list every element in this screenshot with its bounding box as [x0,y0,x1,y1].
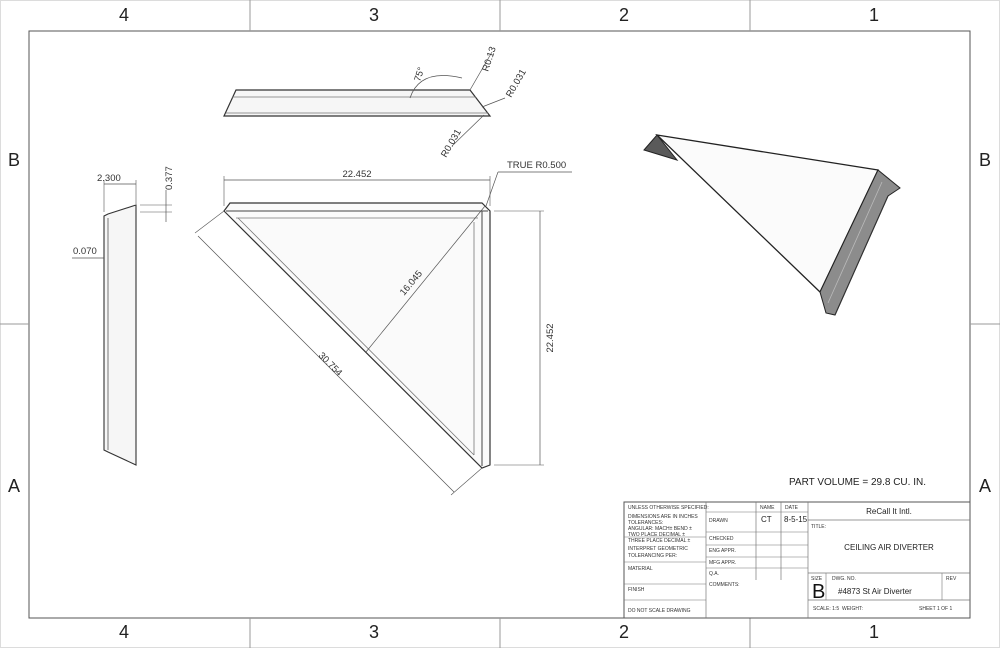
tb-note-0: UNLESS OTHERWISE SPECIFIED: [628,505,709,511]
tb-note-3: ANGULAR: MACH± BEND ± [628,526,692,532]
dim-angle: 75° [412,66,427,83]
dim-width-top: 22.452 [342,169,371,180]
dim-radius-inner-b: R0.031 [439,127,464,159]
tb-name-header: NAME [760,505,775,511]
tb-drawn-name: CT [761,515,772,524]
zone-row-left-b: B [8,150,20,170]
tb-role-mfg: MFG APPR. [709,560,736,566]
tb-company: ReCall It Intl. [866,507,912,516]
zone-row-right-b: B [979,150,991,170]
tb-sheet: SHEET 1 OF 1 [919,606,952,612]
tb-date-header: DATE [785,505,799,511]
dim-true-radius: TRUE R0.500 [507,160,566,171]
zone-col-bottom-1: 1 [869,622,879,642]
tb-size-label: SIZE [811,576,823,582]
tb-role-qa: Q.A. [709,571,719,577]
tb-role-checked: CHECKED [709,536,734,542]
top-edge-view [223,51,506,147]
tb-dwg-label: DWG. NO. [832,576,856,582]
tb-size: B [812,581,825,603]
zone-col-bottom-4: 4 [119,622,129,642]
zone-col-bottom-2: 2 [619,622,629,642]
tb-note-7: TOLERANCING PER: [628,553,677,559]
tb-role-drawn: DRAWN [709,518,728,524]
dim-radius-inner-a: R0.031 [504,67,529,99]
dim-radius-outer: R0.13 [480,45,498,73]
isometric-view [643,134,901,316]
tb-note-6: INTERPRET GEOMETRIC [628,546,688,552]
tb-dwg-no: #4873 St Air Diverter [838,587,912,596]
tb-note-9: FINISH [628,587,645,593]
dim-side-lip: 0.377 [164,166,175,190]
tb-role-comments: COMMENTS: [709,582,740,588]
tb-note-8: MATERIAL [628,566,653,572]
title-block [623,501,971,619]
tb-role-eng: ENG APPR. [709,548,736,554]
tb-title: CEILING AIR DIVERTER [844,543,934,552]
zone-col-top-4: 4 [119,5,129,25]
dim-height-right: 22.452 [545,323,556,352]
tb-rev-label: REV [946,576,957,582]
tb-weight: WEIGHT: [842,606,863,612]
dim-side-width: 2.300 [97,173,121,184]
part-volume-note: PART VOLUME = 29.8 CU. IN. [789,477,926,488]
tb-title-label: TITLE: [811,524,826,530]
tb-note-10: DO NOT SCALE DRAWING [628,608,691,614]
tb-note-2: TOLERANCES: [628,520,663,526]
tb-scale: SCALE: 1:5 [813,606,839,612]
tb-drawn-date: 8-5-15 [784,515,808,524]
side-section-view [72,180,172,466]
tb-note-4: TWO PLACE DECIMAL ± [628,532,685,538]
zone-col-top-2: 2 [619,5,629,25]
tb-note-1: DIMENSIONS ARE IN INCHES [628,514,698,520]
zone-col-bottom-3: 3 [369,622,379,642]
dim-hypotenuse: 30.754 [316,350,344,378]
dim-side-thickness: 0.070 [73,246,97,257]
zone-row-left-a: A [8,476,20,496]
zone-row-right-a: A [979,476,991,496]
triangle-front-view [194,171,572,496]
tb-note-5: THREE PLACE DECIMAL ± [628,538,691,544]
zone-col-top-1: 1 [869,5,879,25]
zone-col-top-3: 3 [369,5,379,25]
